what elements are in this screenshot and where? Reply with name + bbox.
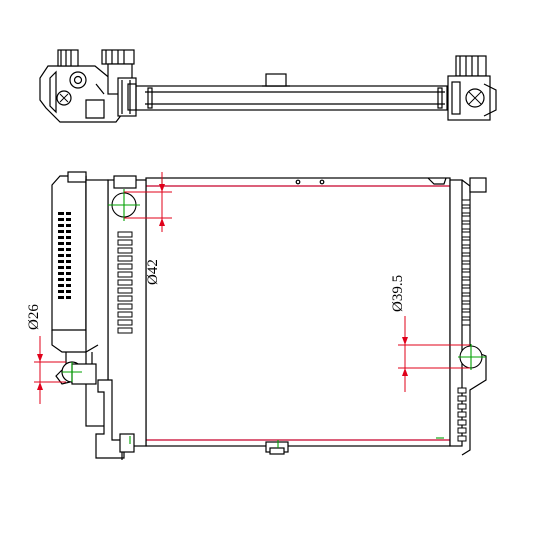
dimension-top-inlet (124, 172, 172, 232)
right-fin (461, 295, 471, 302)
tank-marking (66, 290, 71, 293)
tank-marking (58, 296, 64, 299)
right-tank-fins (457, 199, 471, 442)
right-fin (461, 303, 471, 310)
centerlines (62, 178, 486, 448)
right-fin (461, 311, 471, 318)
right-fin (457, 419, 467, 426)
left-fin (117, 247, 133, 254)
tank-marking (66, 212, 71, 215)
dimension-lines (34, 172, 470, 404)
tank-marking (66, 284, 71, 287)
left-fin (117, 231, 133, 238)
left-fin (117, 239, 133, 246)
top-view-left-bracket (39, 49, 137, 123)
right-fin (461, 239, 471, 246)
right-fin (457, 411, 467, 418)
front-view (51, 171, 487, 460)
left-fin (117, 327, 133, 334)
dimension-label-top-inlet: Ø42 (145, 259, 161, 285)
tank-marking (58, 230, 64, 233)
left-fin (117, 311, 133, 318)
tank-marking (58, 278, 64, 281)
top-view (39, 49, 497, 123)
top-view-tube (134, 85, 448, 111)
dimension-left-outlet (34, 336, 66, 404)
right-fin (457, 435, 467, 442)
tank-marking (58, 272, 64, 275)
right-fin (461, 255, 471, 262)
right-fin (461, 247, 471, 254)
dimension-right-outlet (398, 316, 470, 392)
tank-marking (58, 218, 64, 221)
tank-marking (66, 224, 71, 227)
tank-marking (66, 266, 71, 269)
left-fin (117, 295, 133, 302)
right-fin (461, 319, 471, 326)
tank-marking (66, 296, 71, 299)
tank-marking (66, 242, 71, 245)
left-fin (117, 303, 133, 310)
tank-marking (66, 254, 71, 257)
right-fin (461, 263, 471, 270)
right-fin (457, 403, 467, 410)
top-view-center-cap (265, 73, 287, 87)
tank-marking (58, 254, 64, 257)
expansion-tank-level-markings (58, 212, 71, 299)
tank-marking (66, 218, 71, 221)
tank-marking (66, 278, 71, 281)
tank-marking (66, 260, 71, 263)
left-tank-fins (117, 231, 133, 334)
left-fin (117, 279, 133, 286)
tank-marking (66, 230, 71, 233)
left-fin (117, 319, 133, 326)
right-fin (461, 215, 471, 222)
tank-marking (66, 272, 71, 275)
right-fin (461, 199, 471, 206)
left-fin (117, 271, 133, 278)
right-fin (457, 387, 467, 394)
dimension-label-left-outlet: Ø26 (26, 304, 42, 330)
tank-marking (58, 290, 64, 293)
right-fin (461, 207, 471, 214)
top-view-right-bracket (447, 55, 497, 121)
right-fin (461, 271, 471, 278)
tank-marking (58, 266, 64, 269)
right-fin (457, 395, 467, 402)
left-fin (117, 255, 133, 262)
right-fin (461, 279, 471, 286)
dimension-label-right-outlet: Ø39.5 (390, 275, 406, 312)
radiator-core (145, 177, 453, 455)
left-fin (117, 263, 133, 270)
tank-marking (58, 242, 64, 245)
tank-marking (58, 248, 64, 251)
tank-marking (58, 224, 64, 227)
right-fin (461, 287, 471, 294)
tank-marking (66, 248, 71, 251)
right-fin (461, 223, 471, 230)
right-fin (457, 427, 467, 434)
tank-marking (58, 212, 64, 215)
right-fin (461, 231, 471, 238)
left-fin (117, 287, 133, 294)
tank-marking (58, 236, 64, 239)
tank-marking (58, 260, 64, 263)
tank-marking (58, 284, 64, 287)
tank-marking (66, 236, 71, 239)
